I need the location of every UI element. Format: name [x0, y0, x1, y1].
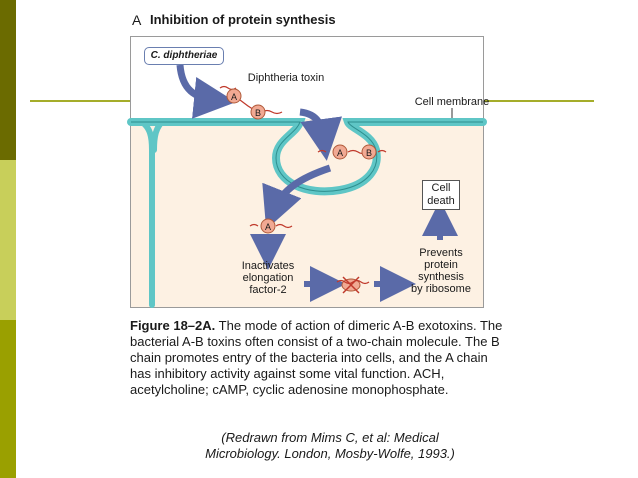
endosome-a-letter: A: [337, 148, 343, 158]
organism-label: C. diphtheriae: [144, 47, 224, 65]
toxin-b-letter: B: [255, 108, 261, 118]
endosome-b-letter: B: [366, 148, 372, 158]
inactivates-line-2: elongation: [242, 272, 294, 284]
blocked-ribosome-icon: [336, 276, 370, 294]
header-rule-right: [484, 100, 594, 102]
prevents-label: Prevents protein synthesis by ribosome: [400, 247, 482, 295]
header-rule-left: [30, 100, 130, 102]
left-stripe-bottom: [0, 320, 16, 478]
credit-line-2: Microbiology. London, Mosby-Wolfe, 1993.…: [205, 446, 455, 461]
free-a-letter: A: [265, 222, 271, 232]
panel-title: Inhibition of protein synthesis: [150, 12, 336, 27]
toxin-a-subunit: [226, 88, 242, 104]
cell-death-box: Cell death: [422, 180, 460, 210]
prevents-line-3: synthesis: [418, 271, 464, 283]
entry-arrow: [299, 108, 343, 161]
prevents-line-4: by ribosome: [411, 283, 471, 295]
panel-letter: A: [132, 12, 142, 28]
free-a-subunit: [260, 218, 276, 234]
membrane-label: Cell membrane: [414, 96, 490, 108]
inactivates-line-1: Inactivates: [241, 260, 295, 272]
cell-death-line-1: Cell: [431, 182, 451, 194]
a-chain-release-arrow: [262, 164, 332, 230]
prevents-line-2: protein: [424, 259, 458, 271]
cell-death-line-2: death: [427, 195, 455, 207]
caption-text: The mode of action of dimeric A-B exotox…: [130, 318, 503, 397]
toxin-a-letter: A: [231, 92, 237, 102]
toxin-label: Diphtheria toxin: [247, 72, 325, 84]
membrane-outline: [131, 121, 483, 192]
toxin-b-subunit: [250, 104, 266, 120]
inactivates-label: Inactivates elongation factor-2: [228, 260, 308, 296]
left-stripe-top: [0, 0, 16, 160]
endosome-a-subunit: [332, 144, 348, 160]
release-arrow: [176, 64, 236, 119]
endosome-b-subunit: [361, 144, 377, 160]
credit-line-1: (Redrawn from Mims C, et al: Medical: [221, 430, 439, 445]
figure-caption: Figure 18–2A. The mode of action of dime…: [130, 318, 510, 398]
left-stripe-middle: [0, 160, 16, 320]
inactivates-line-3: factor-2: [249, 284, 287, 296]
caption-label: Figure 18–2A.: [130, 318, 216, 333]
figure-credit: (Redrawn from Mims C, et al: Medical Mic…: [170, 430, 490, 462]
prevents-line-1: Prevents: [419, 247, 463, 259]
